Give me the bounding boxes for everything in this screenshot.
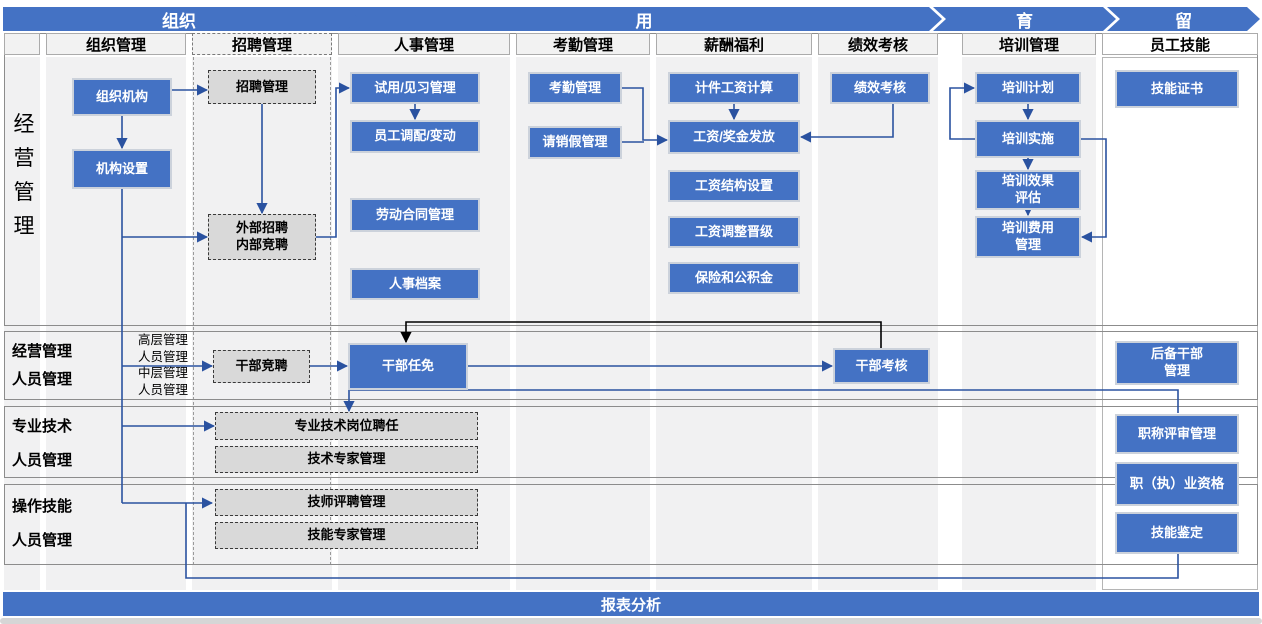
header-hr: 人事管理 — [338, 33, 510, 55]
footer-report-banner: 报表分析 — [3, 592, 1259, 616]
header-skill: 员工技能 — [1102, 33, 1258, 55]
box-attendance: 考勤管理 — [528, 72, 622, 104]
box-recruit-mgmt: 招聘管理 — [208, 70, 316, 104]
strip-org — [46, 57, 186, 590]
row2-border — [4, 331, 1258, 400]
header-org: 组织管理 — [46, 33, 186, 55]
box-skill-identify: 技能鉴定 — [1115, 512, 1239, 554]
box-post-hire: 专业技术岗位聘任 — [215, 412, 478, 440]
box-wage-structure: 工资结构设置 — [668, 170, 800, 202]
row2-label: 经营管理 人员管理 — [12, 343, 73, 388]
box-title-review: 职称评审管理 — [1115, 414, 1239, 454]
box-personnel-file: 人事档案 — [350, 268, 480, 300]
header-recruit: 招聘管理 — [192, 33, 332, 55]
box-technician: 技师评聘管理 — [215, 489, 478, 516]
bottom-edge-bar — [0, 618, 1262, 624]
header-gutter — [4, 33, 40, 55]
row2-sub-label: 高层管理 人员管理 中层管理 人员管理 — [138, 333, 189, 397]
strip-gutter — [4, 57, 40, 590]
box-transfer: 员工调配/变动 — [350, 120, 480, 153]
box-tech-expert: 技术专家管理 — [215, 446, 478, 473]
header-salary: 薪酬福利 — [656, 33, 812, 55]
banner-segment-org: 组织 — [3, 7, 365, 31]
box-train-eval: 培训效果 评估 — [975, 170, 1081, 210]
box-train-plan: 培训计划 — [975, 72, 1081, 104]
box-org-setup: 机构设置 — [72, 149, 172, 189]
box-train-cost: 培训费用 管理 — [975, 216, 1081, 258]
recruit-column-dashed-left — [193, 57, 194, 565]
box-performance: 绩效考核 — [830, 72, 930, 104]
box-skill-expert: 技能专家管理 — [215, 522, 478, 549]
box-wage-bonus: 工资/奖金发放 — [668, 120, 800, 154]
row3-label: 专业技术 人员管理 — [12, 418, 73, 469]
box-cadre-assess: 干部考核 — [833, 348, 930, 384]
box-insurance: 保险和公积金 — [668, 262, 800, 294]
row1-side-label: 经 营 管 理 — [13, 113, 35, 238]
header-training: 培训管理 — [962, 33, 1096, 55]
row3-border — [4, 406, 1258, 478]
header-attendance: 考勤管理 — [516, 33, 650, 55]
box-cadre-appoint: 干部任免 — [348, 343, 468, 390]
box-cadre-compete: 干部竞聘 — [213, 350, 310, 383]
banner-segment-develop: 育 — [933, 7, 1116, 31]
box-train-impl: 培训实施 — [975, 120, 1081, 158]
box-piece-wage: 计件工资计算 — [668, 72, 800, 104]
recruit-column-dashed-right — [330, 57, 331, 565]
row4-label: 操作技能 人员管理 — [12, 498, 73, 549]
box-labor-contract: 劳动合同管理 — [350, 198, 480, 232]
box-qualification: 职（执）业资格 — [1115, 462, 1239, 506]
box-skill-cert: 技能证书 — [1115, 70, 1239, 108]
box-probation: 试用/见习管理 — [350, 72, 480, 104]
box-external-recruit: 外部招聘 内部竞聘 — [208, 214, 316, 260]
banner-segment-retain: 留 — [1107, 7, 1260, 31]
row4-border — [4, 484, 1258, 565]
box-org-structure: 组织机构 — [72, 78, 172, 116]
header-performance: 绩效考核 — [818, 33, 938, 55]
box-leave: 请销假管理 — [528, 126, 622, 159]
box-reserve-cadre: 后备干部 管理 — [1115, 341, 1239, 385]
banner-segment-use: 用 — [346, 7, 942, 31]
box-wage-adjust: 工资调整晋级 — [668, 216, 800, 248]
